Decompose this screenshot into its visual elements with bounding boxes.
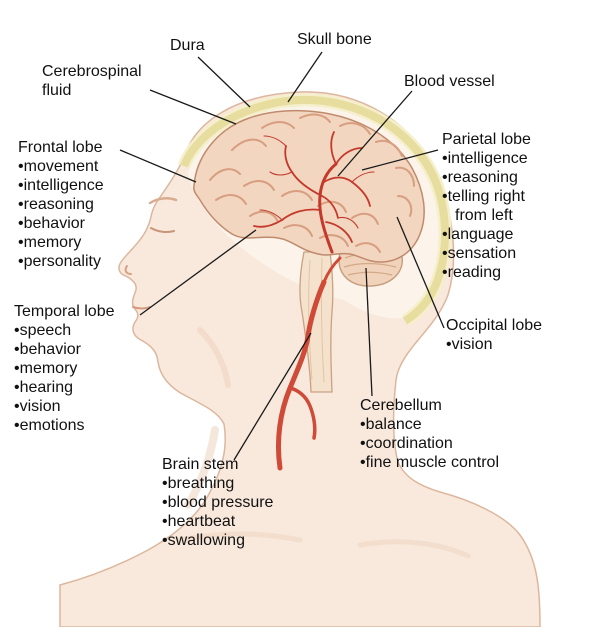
parietal-lobe-heading: Parietal lobe	[442, 131, 531, 148]
occipital-lobe-line	[396, 216, 445, 329]
label-brain-stem: Brain stem breathing blood pressure hear…	[162, 455, 312, 550]
frontal-lobe-heading: Frontal lobe	[18, 139, 103, 156]
parietal-lobe-item: language	[442, 225, 554, 244]
cerebellum-item: coordination	[360, 434, 530, 453]
frontal-lobe-line	[119, 149, 197, 183]
label-blood-vessel: Blood vessel	[404, 73, 495, 90]
cerebellum-line	[365, 267, 373, 397]
label-parietal-lobe: Parietal lobe intelligence reasoning tel…	[442, 130, 554, 282]
occipital-lobe-item: vision	[446, 335, 576, 354]
parietal-lobe-item: intelligence	[442, 149, 554, 168]
cerebellum-item: balance	[360, 415, 530, 434]
brain-stem-item: heartbeat	[162, 512, 312, 531]
temporal-lobe-line	[139, 229, 257, 316]
brain-stem-region	[299, 251, 334, 393]
temporal-lobe-item: vision	[14, 397, 115, 416]
csf-line	[149, 89, 237, 125]
label-temporal-lobe: Temporal lobe speech behavior memory hea…	[14, 302, 115, 435]
skull-bone-line	[287, 51, 323, 103]
parietal-lobe-item: sensation	[442, 244, 554, 263]
brain-stem-line	[233, 332, 312, 461]
label-dura: Dura	[170, 37, 205, 54]
brain-stem-item: breathing	[162, 474, 312, 493]
dura-line	[197, 56, 251, 108]
brain-region	[193, 109, 425, 263]
cerebellum-item: fine muscle control	[360, 453, 530, 472]
parietal-lobe-line	[361, 149, 439, 171]
label-cerebrospinal-fluid: Cerebrospinal fluid	[42, 63, 142, 99]
temporal-lobe-item: emotions	[14, 416, 115, 435]
label-cerebellum: Cerebellum balance coordination fine mus…	[360, 396, 530, 472]
brain-stem-heading: Brain stem	[162, 456, 239, 473]
frontal-lobe-item: personality	[18, 252, 104, 271]
parietal-lobe-item: telling right from left	[442, 187, 554, 225]
leader-lines	[119, 51, 445, 461]
temporal-lobe-item: speech	[14, 321, 115, 340]
label-skull-bone: Skull bone	[297, 31, 372, 48]
temporal-lobe-item: hearing	[14, 378, 115, 397]
frontal-lobe-item: behavior	[18, 214, 104, 233]
brain-stem-item: swallowing	[162, 531, 312, 550]
brain-stem-item: blood pressure	[162, 493, 312, 512]
brain-blood-vessels	[253, 131, 375, 254]
frontal-lobe-item: intelligence	[18, 176, 104, 195]
parietal-lobe-item: reading	[442, 263, 554, 282]
temporal-lobe-item: behavior	[14, 340, 115, 359]
label-frontal-lobe: Frontal lobe movement intelligence reaso…	[18, 138, 104, 271]
blood-vessel-line	[337, 90, 413, 177]
parietal-lobe-item: reasoning	[442, 168, 554, 187]
cerebellum-heading: Cerebellum	[360, 397, 442, 414]
occipital-lobe-heading: Occipital lobe	[446, 317, 543, 334]
temporal-lobe-heading: Temporal lobe	[14, 303, 115, 320]
temporal-lobe-item: memory	[14, 359, 115, 378]
frontal-lobe-item: memory	[18, 233, 104, 252]
frontal-lobe-item: reasoning	[18, 195, 104, 214]
brain-gyri	[209, 113, 415, 253]
skull-bone-band	[177, 93, 452, 327]
neck-artery	[276, 256, 342, 471]
frontal-lobe-item: movement	[18, 157, 104, 176]
label-occipital-lobe: Occipital lobe vision	[446, 316, 576, 354]
